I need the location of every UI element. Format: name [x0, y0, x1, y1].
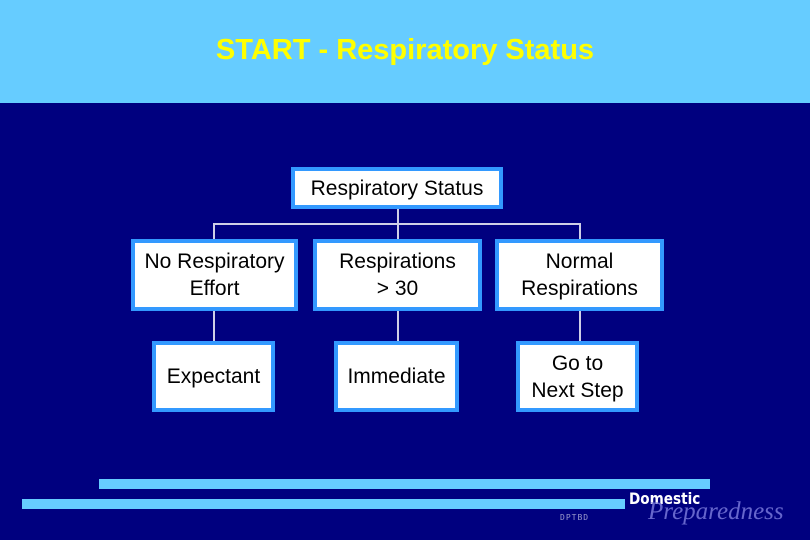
condition-label-line2: Effort: [189, 277, 240, 300]
outcome-node-expectant: Expectant: [152, 341, 275, 412]
outcome-label-line1: Immediate: [347, 365, 446, 388]
connector-right-down: [579, 223, 581, 241]
slide-title: START - Respiratory Status: [215, 34, 595, 66]
footer-bar-upper: [99, 479, 710, 489]
condition-label-line2: Respirations: [521, 277, 638, 300]
connector-mid-down: [397, 223, 399, 241]
outcome-label-line1: Expectant: [166, 365, 261, 388]
outcome-node-immediate: Immediate: [334, 341, 459, 412]
condition-label-line1: No Respiratory: [144, 250, 285, 273]
condition-node-over-30: Respirations > 30: [313, 239, 482, 311]
logo-preparedness-text: Preparedness: [648, 498, 784, 525]
connector-mid-outcome: [397, 311, 399, 343]
connector-left-down: [213, 223, 215, 241]
condition-label-line2: > 30: [376, 277, 419, 300]
title-banner: [0, 0, 810, 103]
connector-root-down: [397, 208, 399, 224]
footer-bar-lower: [22, 499, 625, 509]
connector-right-outcome: [579, 311, 581, 343]
outcome-label-line1: Go to: [551, 351, 604, 375]
condition-node-normal: Normal Respirations: [495, 239, 664, 311]
connector-left-outcome: [213, 311, 215, 343]
outcome-node-next-step: Go to Next Step: [516, 341, 639, 412]
condition-label-line1: Normal: [545, 250, 614, 273]
condition-label-line1: Respirations: [339, 250, 456, 273]
root-node-label: Respiratory Status: [310, 176, 484, 200]
outcome-label-line2: Next Step: [531, 378, 624, 402]
condition-node-no-effort: No Respiratory Effort: [131, 239, 298, 311]
logo-domestic-text: Domestic: [629, 489, 701, 508]
root-node: Respiratory Status: [291, 167, 503, 209]
footer-code: DPTBD: [560, 513, 590, 522]
